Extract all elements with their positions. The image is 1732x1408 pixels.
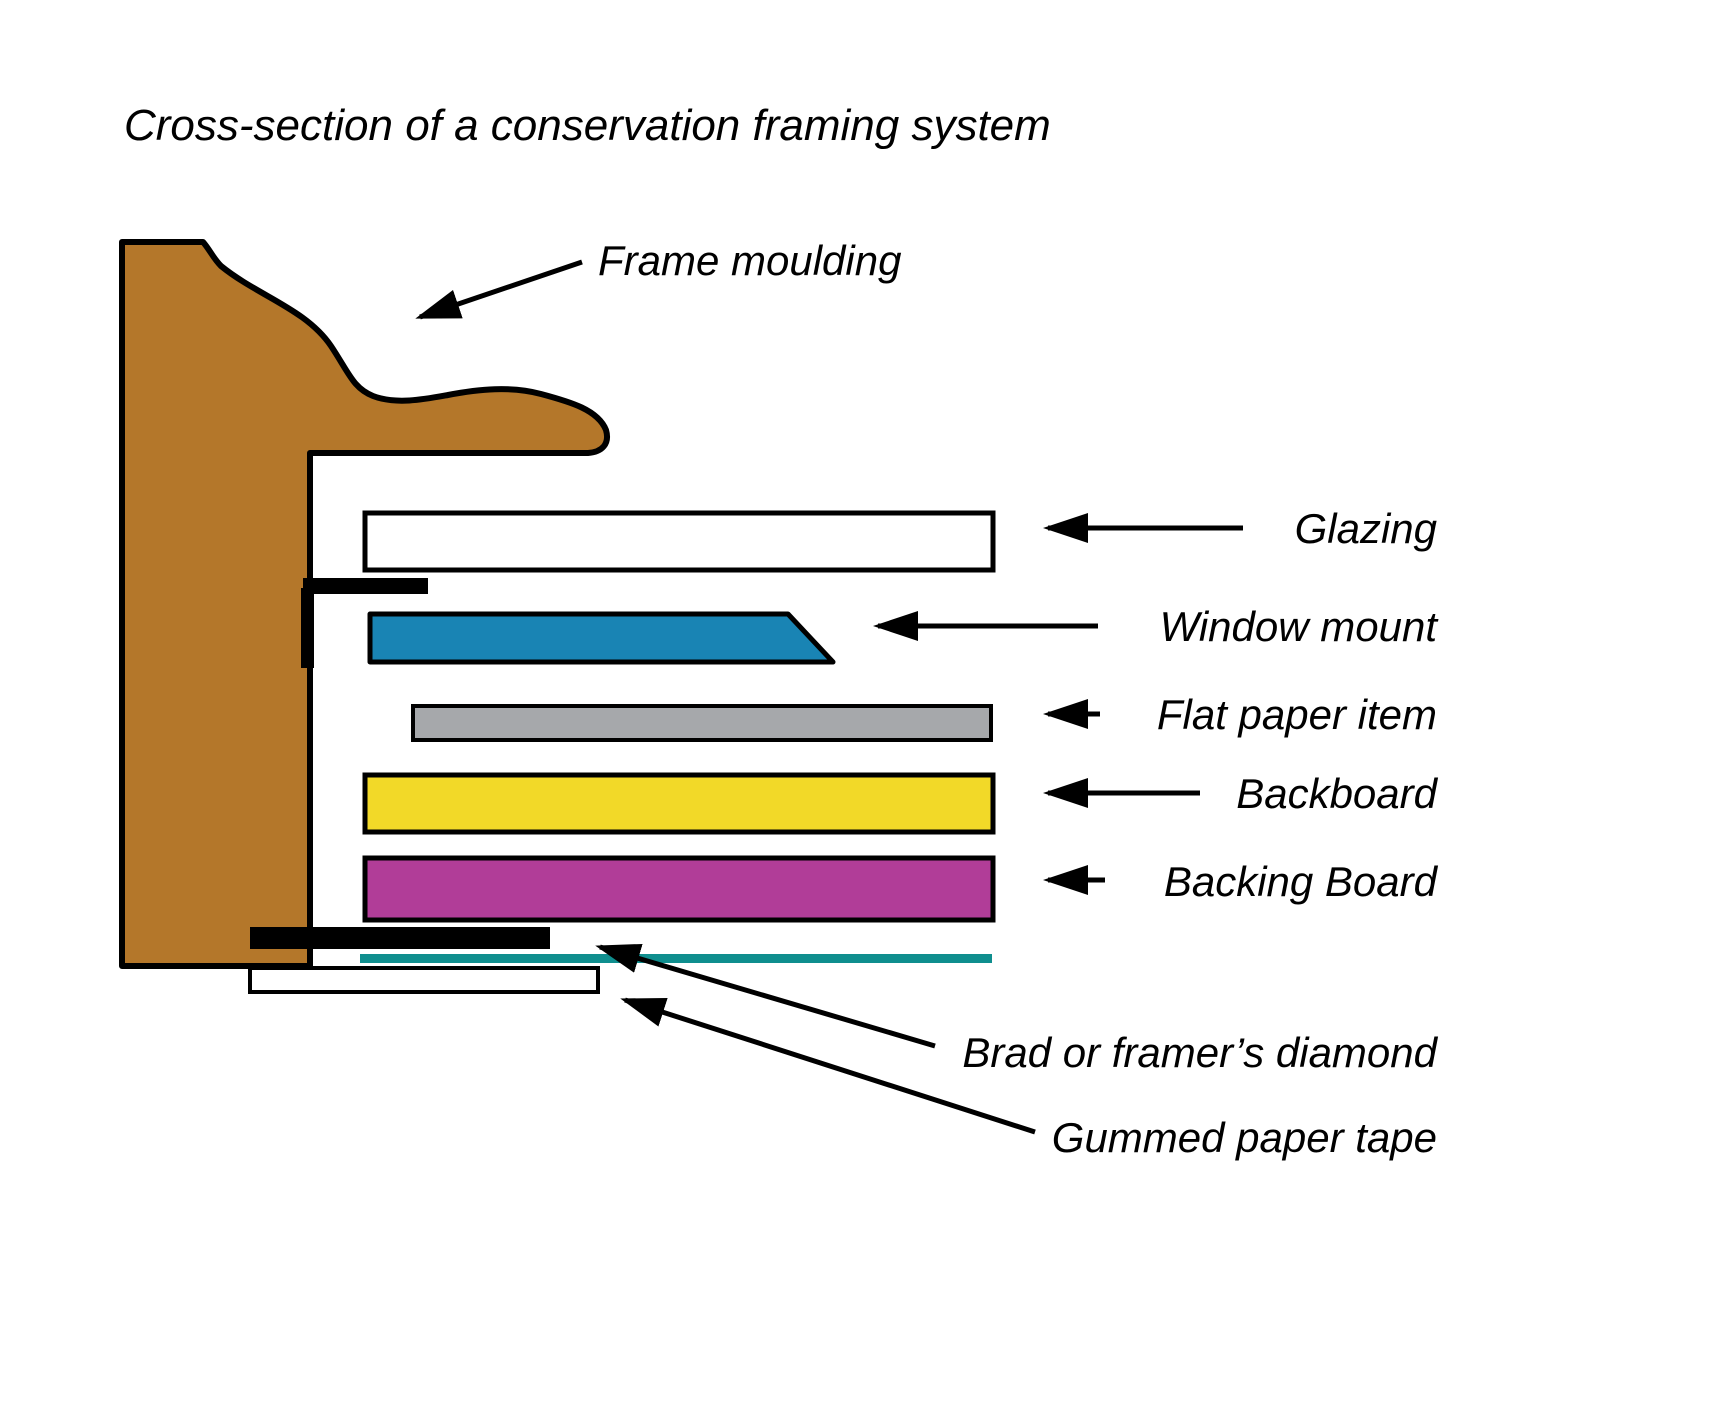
diagram-title: Cross-section of a conservation framing … — [124, 101, 1051, 150]
tape-line — [360, 954, 992, 963]
backboard-label: Backboard — [1236, 770, 1438, 817]
rabbet-spacer-horizontal — [303, 578, 428, 594]
gummed-tape-label: Gummed paper tape — [1052, 1114, 1437, 1161]
gummed-paper-tape-layer — [248, 966, 600, 994]
window-mount-label: Window mount — [1160, 603, 1440, 650]
flat-paper-item-layer — [411, 704, 993, 742]
backing-board-label: Backing Board — [1164, 858, 1439, 905]
frame-moulding-shape — [119, 239, 610, 969]
brad-arrow — [595, 943, 936, 1049]
window-mount-layer — [367, 611, 836, 665]
gummed-tape-arrow — [620, 997, 1036, 1135]
glazing-label: Glazing — [1295, 505, 1437, 552]
backboard-layer — [362, 772, 996, 835]
rabbet-spacer-vertical — [301, 588, 314, 668]
frame-moulding-label: Frame moulding — [598, 237, 901, 284]
brad-label: Brad or framer’s diamond — [962, 1029, 1438, 1076]
backing-board-layer — [362, 855, 996, 923]
flat-paper-item-label: Flat paper item — [1157, 691, 1437, 738]
glazing-layer — [362, 510, 996, 573]
brad-layer — [250, 927, 550, 949]
frame-moulding-arrow — [415, 259, 583, 320]
